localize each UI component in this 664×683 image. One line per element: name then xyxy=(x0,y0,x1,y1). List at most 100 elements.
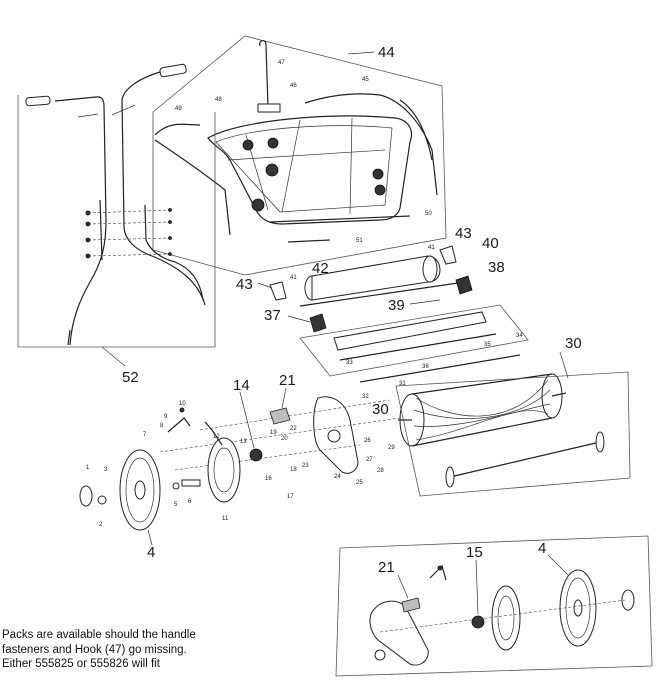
catcher-rod-45b xyxy=(399,99,433,161)
part-number-19: 19 xyxy=(270,430,277,436)
cutting-reel-30 xyxy=(398,373,567,447)
pawl-spring xyxy=(204,421,223,446)
wheel-4 xyxy=(119,449,161,531)
inset-gear-15 xyxy=(471,615,485,629)
part-number-45: 45 xyxy=(362,77,369,83)
leader-21a xyxy=(281,387,287,409)
washer-5 xyxy=(172,482,180,490)
bracket-43-left xyxy=(269,281,287,301)
catcher-bar-51 xyxy=(287,239,331,243)
bracket-46 xyxy=(257,103,281,113)
callout-38: 38 xyxy=(488,259,505,276)
leader-21b xyxy=(397,574,409,599)
part-number-28: 28 xyxy=(377,468,384,474)
bedknife-bar-36 xyxy=(339,333,497,361)
gear-cover-inner xyxy=(213,447,235,493)
part-number-3: 3 xyxy=(104,467,108,473)
axle-end-right xyxy=(595,431,605,453)
part-number-18: 18 xyxy=(290,467,297,473)
part-number-32: 32 xyxy=(362,394,369,400)
note-line: Packs are available should the handle xyxy=(2,629,196,641)
part-number-20: 20 xyxy=(281,436,288,442)
inset-side-plate xyxy=(369,600,429,666)
part-number-47: 47 xyxy=(278,60,285,66)
part-number-6: 6 xyxy=(188,499,192,505)
callout-43a: 43 xyxy=(455,225,472,242)
part-number-48: 48 xyxy=(215,97,222,103)
part-number-36: 36 xyxy=(422,364,429,370)
inset-linkage xyxy=(429,564,447,581)
pawl-pin xyxy=(179,407,185,413)
part-number-12: 12 xyxy=(213,434,220,440)
callout-21b: 21 xyxy=(378,559,395,576)
catcher-bar-50 xyxy=(269,215,411,223)
rear-roller-42 xyxy=(304,255,441,301)
leader-4a xyxy=(147,529,153,546)
reel-group-outline xyxy=(395,371,631,497)
part-number-35: 35 xyxy=(484,342,491,348)
leader-15 xyxy=(475,559,479,615)
adjuster-37 xyxy=(309,313,327,333)
callout-40: 40 xyxy=(482,235,499,252)
handle-group-outline xyxy=(17,95,216,348)
callout-39: 39 xyxy=(388,297,405,314)
inset-hub xyxy=(374,649,386,661)
callout-4b: 4 xyxy=(538,540,546,557)
washer-2 xyxy=(97,495,107,505)
axle xyxy=(449,441,601,478)
leader-43b xyxy=(257,282,273,289)
part-number-26: 26 xyxy=(364,438,371,444)
part-number-23: 23 xyxy=(302,463,309,469)
callout-44: 44 xyxy=(378,44,395,61)
gear-14 xyxy=(249,448,263,462)
fastener-pack-note: Packs are available should the handle fa… xyxy=(2,628,232,672)
inset-hubcap xyxy=(621,589,635,611)
part-number-50: 50 xyxy=(425,211,432,217)
inset-wheel-4 xyxy=(559,569,597,647)
part-number-8: 8 xyxy=(160,423,164,429)
inset-part-21 xyxy=(401,597,421,613)
leader-39 xyxy=(409,299,441,305)
callout-42: 42 xyxy=(312,260,329,277)
leader-14 xyxy=(239,391,255,449)
part-number-27: 27 xyxy=(366,457,373,463)
bedknife-group-outline xyxy=(299,304,529,377)
dash-line-3 xyxy=(174,444,361,471)
callout-37: 37 xyxy=(264,307,281,324)
gear-cover-11 xyxy=(207,437,241,503)
handle-assembly xyxy=(25,63,206,346)
callout-15: 15 xyxy=(466,544,483,561)
shaft-6 xyxy=(181,479,201,487)
shaft-35 xyxy=(359,354,521,383)
inset-group-outline xyxy=(335,535,653,677)
part-21-block xyxy=(269,407,291,425)
part-number-10: 10 xyxy=(179,401,186,407)
part-number-31: 31 xyxy=(399,381,406,387)
part-number-24: 24 xyxy=(334,474,341,480)
inset-gear-cover-inner xyxy=(497,595,515,641)
roller-shaft xyxy=(299,282,459,307)
part-number-29: 29 xyxy=(388,445,395,451)
pawl-assembly xyxy=(167,417,191,433)
part-number-22: 22 xyxy=(290,426,297,432)
part-number-5: 5 xyxy=(174,502,178,508)
callout-30a: 30 xyxy=(565,335,582,352)
part-number-13: 13 xyxy=(240,439,247,445)
bracket-43-right xyxy=(439,245,457,265)
dash-line-1 xyxy=(159,417,401,453)
part-number-25: 25 xyxy=(356,480,363,486)
note-line: fasteners and Hook (47) go missing. xyxy=(2,643,187,656)
part-number-9: 9 xyxy=(164,414,168,420)
callout-43b: 43 xyxy=(236,276,253,293)
catcher-rod-45 xyxy=(304,93,438,196)
part-number-46: 46 xyxy=(290,83,297,89)
leader-4b xyxy=(547,554,569,576)
part-number-11: 11 xyxy=(222,516,229,522)
note-line: Either 555825 or 555826 will fit xyxy=(2,658,160,670)
part-number-49: 49 xyxy=(175,106,182,112)
leader-52 xyxy=(101,346,126,367)
leader-44 xyxy=(347,51,375,55)
bedknife xyxy=(333,311,487,351)
part-number-7: 7 xyxy=(143,432,147,438)
